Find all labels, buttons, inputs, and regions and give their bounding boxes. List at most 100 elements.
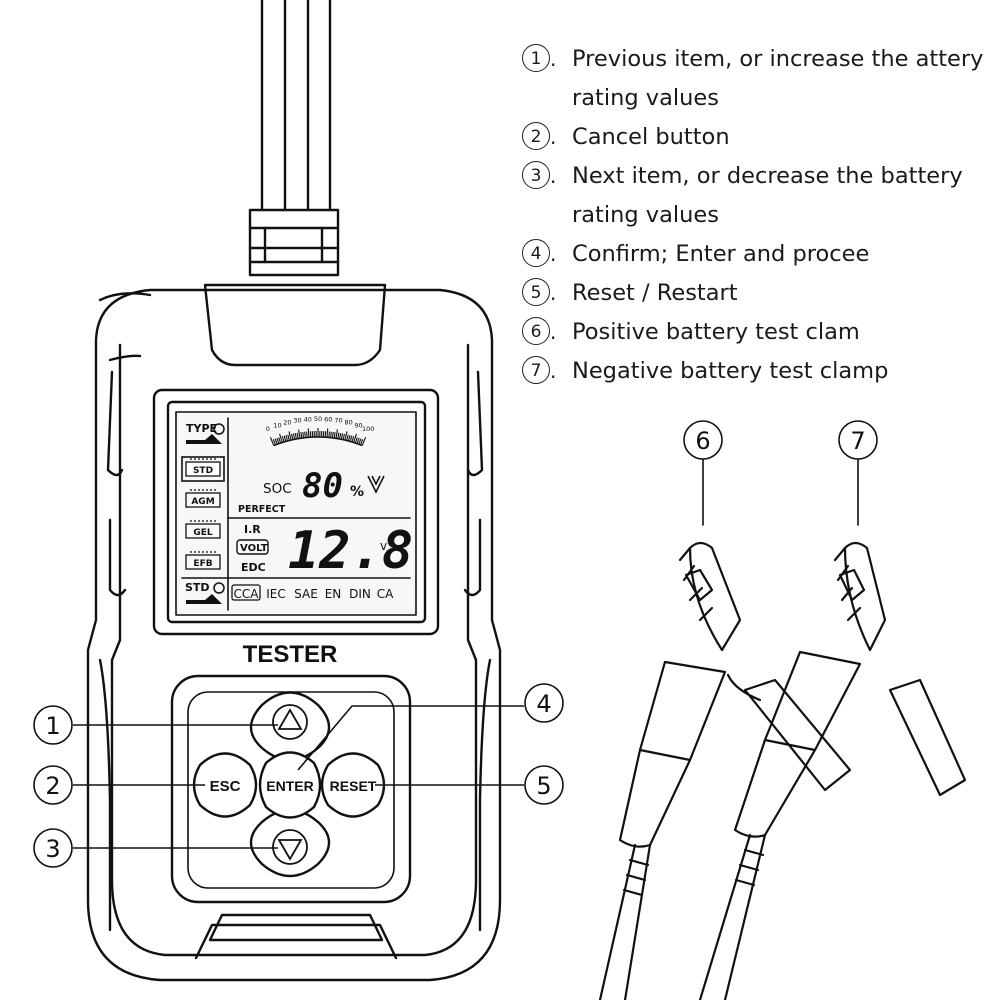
reset-button[interactable] — [320, 752, 386, 818]
legend-number: 7 — [522, 356, 550, 384]
standard-label: EN — [325, 587, 342, 601]
gauge-tick — [276, 437, 280, 444]
gauge-tick — [330, 431, 332, 438]
callout-3: 3 — [45, 835, 60, 863]
volt-label: VOLT — [240, 543, 268, 554]
legend-item-6: 6 . Positive battery test clam — [522, 313, 992, 352]
gauge-tick — [354, 437, 358, 444]
brand-label: TESTER — [243, 641, 338, 668]
gauge-tick — [346, 434, 349, 441]
lcd-std-label: STD — [185, 581, 210, 594]
gauge-tick — [287, 434, 290, 441]
gauge-tick-label: 100 — [362, 425, 374, 433]
battery-clamp-icon — [367, 475, 385, 494]
legend-separator: . — [550, 242, 557, 266]
legend-item-3: 3 . Next item, or decrease the battery — [522, 157, 992, 196]
legend-item-4: 4 . Confirm; Enter and procee — [522, 235, 992, 274]
positive-clamp — [598, 420, 852, 1000]
gauge-tick — [351, 436, 355, 443]
gauge-tick — [296, 432, 299, 439]
gauge-tick — [291, 433, 294, 440]
gauge-tick — [272, 439, 276, 446]
soc-unit: % — [350, 484, 364, 500]
gauge-tick — [304, 431, 306, 438]
voltage-unit: v — [380, 539, 387, 553]
standard-label: DIN — [349, 587, 371, 601]
standard-label: SAE — [294, 587, 318, 601]
legend-number: 6 — [522, 317, 550, 345]
gauge-tick — [302, 431, 305, 438]
gauge-tick — [279, 433, 283, 443]
legend-number: 1 — [522, 44, 550, 72]
gauge-tick — [360, 439, 364, 446]
gauge-tick-label: 90 — [354, 421, 362, 429]
down-button[interactable] — [249, 808, 331, 878]
gauge-tick-label: 50 — [314, 415, 322, 423]
legend-text: Previous item, or increase the attery — [572, 46, 984, 72]
legend-item-1-continued: rating values — [522, 79, 992, 118]
screen-frame — [152, 388, 440, 636]
legend-text: Confirm; Enter and procee — [572, 241, 870, 267]
edc-label: EDC — [241, 561, 266, 574]
gauge-tick — [340, 433, 344, 440]
legend-number: 2 — [522, 122, 550, 150]
legend-text: rating values — [572, 85, 719, 111]
up-button[interactable] — [249, 691, 331, 762]
down-arrow-icon — [277, 839, 303, 861]
gauge-tick — [335, 429, 338, 439]
battery-type-label: GEL — [193, 528, 213, 538]
standard-selected-frame — [231, 584, 261, 601]
esc-button[interactable] — [192, 752, 258, 818]
battery-type-box — [185, 492, 221, 508]
battery-type-label: AGM — [191, 497, 214, 507]
volt-badge — [236, 539, 269, 555]
enter-label: ENTER — [266, 778, 313, 794]
callout-1-circle — [33, 705, 73, 745]
gauge-tick — [361, 437, 367, 446]
gauge-tick — [288, 431, 292, 441]
gauge-tick — [298, 429, 301, 439]
callout-2: 2 — [45, 772, 60, 800]
gauge-tick — [278, 437, 282, 444]
device-body — [86, 283, 502, 982]
gauge-tick — [347, 435, 351, 442]
clamp-positive-number: 6 — [695, 427, 710, 455]
legend-text: Negative battery test clamp — [572, 358, 889, 384]
callout-2-circle — [33, 765, 73, 805]
gauge-tick — [283, 435, 287, 442]
gauge-tick — [344, 431, 348, 441]
up-arrow-icon — [277, 708, 303, 730]
hand-icon — [186, 434, 222, 444]
device-cable — [248, 0, 340, 277]
gauge-tick — [349, 435, 353, 442]
enter-button[interactable] — [258, 751, 322, 819]
legend-separator: . — [550, 320, 557, 344]
voltage-value: 12.8 — [288, 521, 413, 581]
callout-3-circle — [33, 828, 73, 868]
gauge-tick — [331, 431, 334, 438]
legend-separator: . — [550, 47, 557, 71]
legend-number: 4 — [522, 239, 550, 267]
gauge-tick-label: 10 — [273, 421, 281, 429]
legend-item-2: 2 . Cancel button — [522, 118, 992, 157]
gauge-tick-label: 30 — [293, 417, 301, 425]
legend-text: Cancel button — [572, 124, 730, 150]
status-label: PERFECT — [238, 504, 286, 515]
battery-type-label: STD — [193, 466, 213, 476]
gauge-tick — [292, 433, 296, 440]
legend-separator: . — [550, 359, 557, 383]
lcd-type-label: TYPE — [186, 422, 217, 435]
hand-icon — [186, 594, 222, 604]
legend-item-5: 5 . Reset / Restart — [522, 274, 992, 313]
standard-label: IEC — [266, 587, 286, 601]
gauge-tick — [337, 432, 340, 439]
gauge-tick — [285, 435, 289, 442]
gauge-tick — [300, 432, 303, 439]
legend-text: Next item, or decrease the battery — [572, 163, 963, 189]
gauge-tick — [328, 431, 330, 438]
battery-type-box — [185, 554, 221, 570]
gauge-tick — [333, 432, 336, 439]
